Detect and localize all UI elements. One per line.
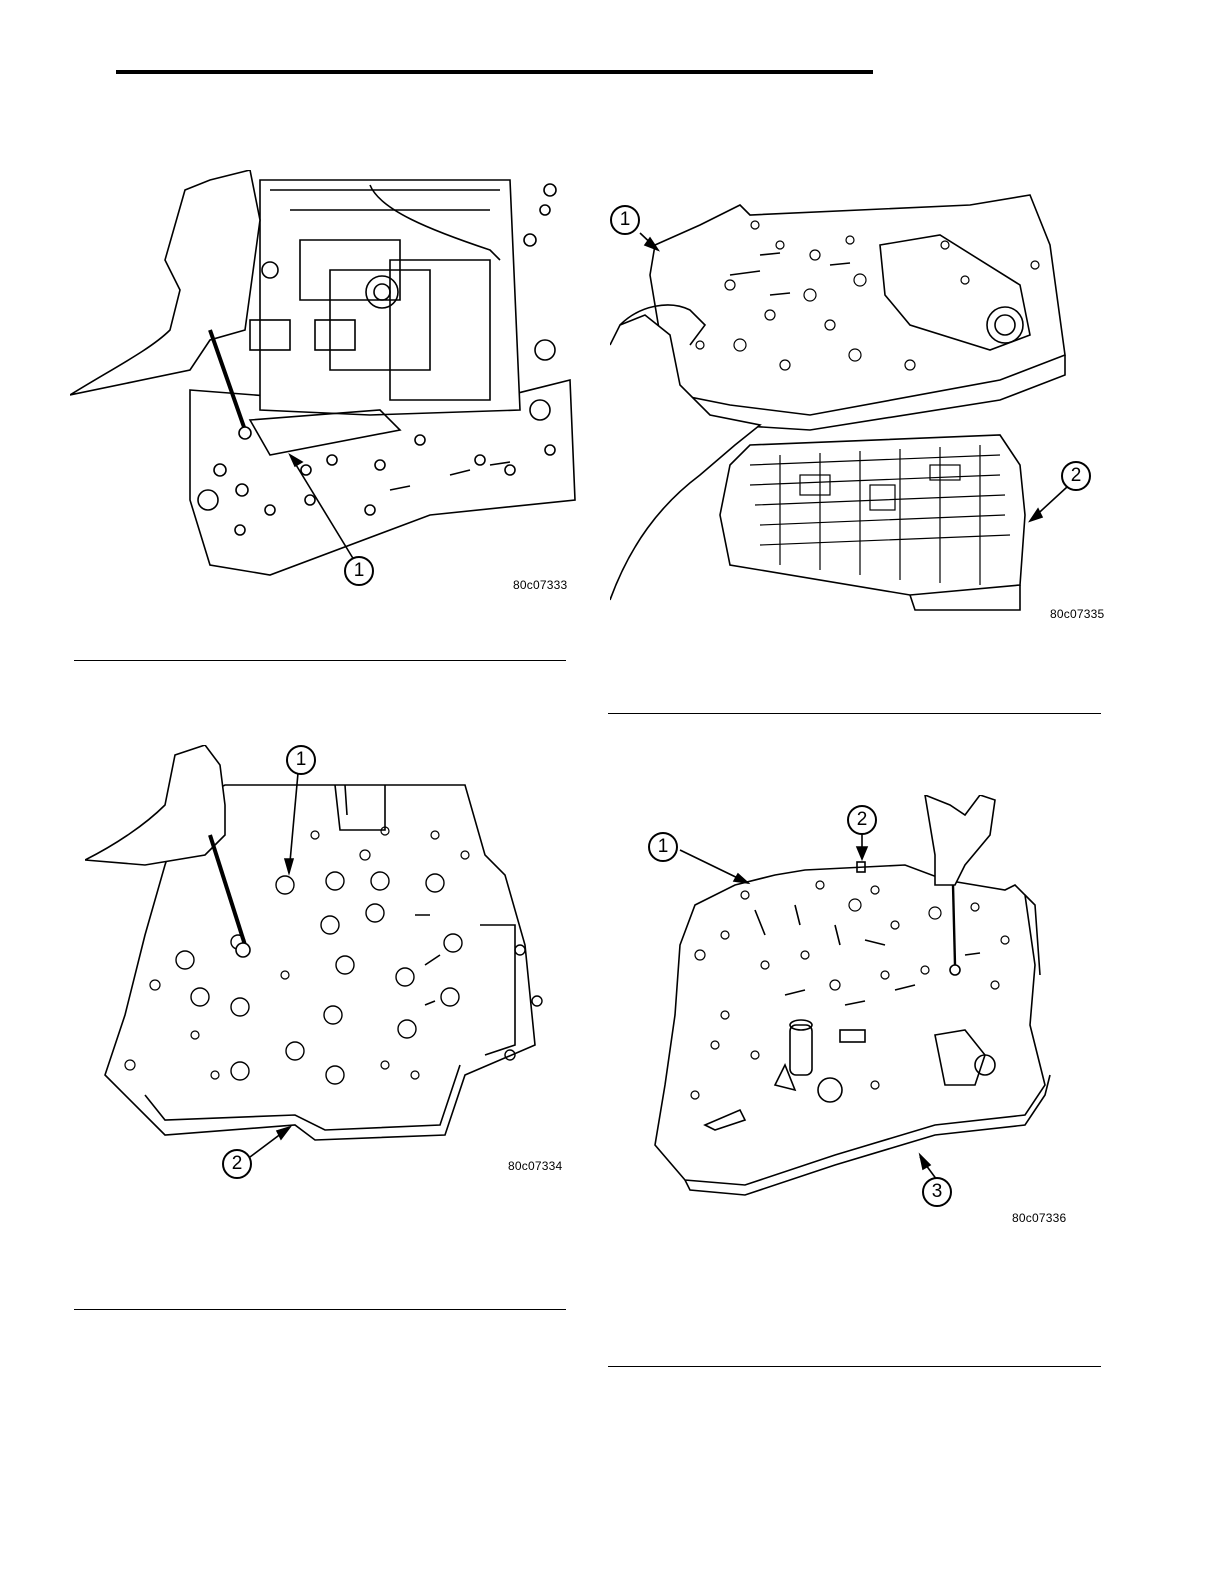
figure-80c07335-drawing — [610, 185, 1105, 620]
callout-1: 1 — [286, 745, 316, 775]
figure-80c07336: 1 2 3 80c07336 — [635, 795, 1105, 1235]
callout-1: 1 — [344, 556, 374, 586]
figure-id: 80c07333 — [513, 578, 567, 592]
figure-80c07336-drawing — [635, 795, 1105, 1235]
figure-id: 80c07334 — [508, 1159, 562, 1173]
figure-80c07335: 1 2 80c07335 — [610, 185, 1105, 620]
figure-80c07334: 1 2 80c07334 — [85, 745, 565, 1185]
separator-rule — [608, 1366, 1101, 1367]
callout-2: 2 — [847, 805, 877, 835]
figure-id: 80c07335 — [1050, 607, 1104, 621]
header-rule — [116, 70, 873, 74]
callout-1: 1 — [648, 832, 678, 862]
callout-1: 1 — [610, 205, 640, 235]
figure-id: 80c07336 — [1012, 1211, 1066, 1225]
callout-3: 3 — [922, 1177, 952, 1207]
callout-2: 2 — [222, 1149, 252, 1179]
callout-2: 2 — [1061, 461, 1091, 491]
separator-rule — [74, 1309, 566, 1310]
figure-80c07333-drawing — [70, 170, 580, 600]
figure-80c07333: 1 80c07333 — [70, 170, 580, 600]
separator-rule — [608, 713, 1101, 714]
separator-rule — [74, 660, 566, 661]
figure-80c07334-drawing — [85, 745, 565, 1185]
